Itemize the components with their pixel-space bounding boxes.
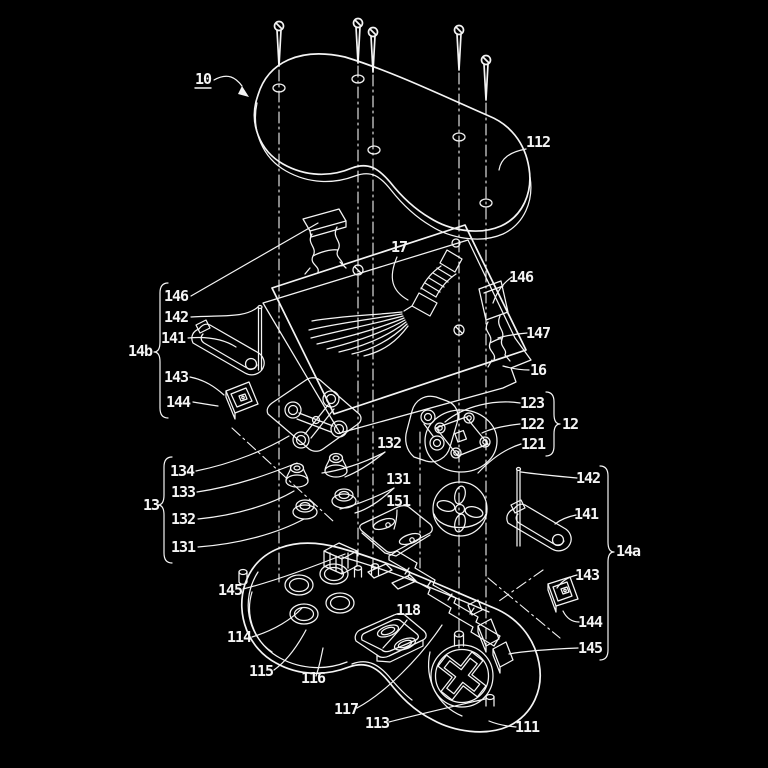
ref-label-141-25: 141 — [574, 505, 599, 523]
ref-label-131-22: 131 — [386, 470, 411, 488]
ref-label-145-29: 145 — [578, 639, 603, 657]
ref-label-123-12: 123 — [520, 394, 545, 412]
top-housing — [253, 53, 532, 240]
shoulder-button-right — [506, 499, 572, 552]
reference-labels: 10 112 17 146 142 141 14b 143 144 146 147 16 123 122 1… — [128, 70, 642, 736]
square-button-left — [225, 381, 259, 420]
ref-label-144-8: 144 — [166, 393, 191, 411]
button-membrane — [405, 395, 459, 463]
ref-label-121-14: 121 — [521, 435, 546, 453]
ref-label-143-27: 143 — [575, 566, 600, 584]
ref-label-117-34: 117 — [334, 700, 358, 718]
ref-label-146-9: 146 — [509, 268, 534, 286]
contact-holder-disc — [424, 409, 498, 473]
ref-label-13-18: 13 — [143, 496, 160, 514]
brace-group-13 — [157, 456, 173, 564]
spring-clip-left — [302, 208, 347, 275]
bottom-housing — [240, 542, 541, 733]
latch-blocks — [467, 599, 514, 674]
spring-rod-left — [257, 304, 263, 371]
square-button-right — [547, 576, 579, 613]
ref-label-116-33: 116 — [301, 669, 326, 687]
ref-label-143-7: 143 — [164, 368, 189, 386]
ref-label-118-36: 118 — [396, 601, 421, 619]
screw — [273, 20, 285, 67]
ref-label-113-35: 113 — [365, 714, 390, 732]
ref-label-133-17: 133 — [171, 483, 196, 501]
dpad-cross-opening — [430, 630, 495, 708]
stepped-rail — [388, 550, 501, 647]
center-axis-lines — [231, 65, 561, 653]
cable-connector — [308, 238, 463, 357]
ref-label-16-11: 16 — [530, 361, 547, 379]
screw — [453, 24, 465, 71]
ref-label-122-13: 122 — [520, 415, 544, 433]
ref-label-115-32: 115 — [249, 662, 274, 680]
start-select-plate — [354, 613, 427, 663]
guide-peg — [453, 630, 465, 647]
ref-label-146-3: 146 — [164, 287, 189, 305]
ref-label-131-20: 131 — [171, 538, 196, 556]
circuit-board — [271, 224, 527, 415]
brace-group-12 — [545, 391, 561, 457]
ref-label-134-16: 134 — [170, 462, 195, 480]
brace-group-14b — [153, 282, 169, 419]
guide-peg — [485, 693, 495, 707]
button-collars — [238, 563, 380, 625]
ref-label-17-2: 17 — [391, 238, 407, 256]
shoulder-button-left — [191, 319, 265, 376]
ref-label-112-1: 112 — [526, 133, 550, 151]
guide-peg — [238, 568, 248, 585]
frame-plate — [262, 239, 532, 434]
screw — [352, 17, 364, 64]
spring-rod-right — [515, 466, 522, 547]
ref-label-114-31: 114 — [227, 628, 252, 646]
ref-label-141-5: 141 — [161, 329, 186, 347]
screw — [480, 54, 492, 101]
figure-arrow — [213, 75, 243, 87]
ref-label-144-28: 144 — [578, 613, 603, 631]
ref-label-132-19: 132 — [171, 510, 195, 528]
ref-label-151-23: 151 — [386, 492, 411, 510]
group-braces — [153, 282, 615, 661]
ref-label-147-10: 147 — [526, 324, 550, 342]
ref-label-142-4: 142 — [164, 308, 188, 326]
leader-lines — [187, 75, 580, 728]
ref-label-145-30: 145 — [218, 581, 243, 599]
ref-label-10-0: 10 — [195, 70, 212, 88]
figure-arrowhead — [238, 86, 249, 97]
pivot-rotor-disc — [432, 481, 488, 537]
support-plate — [359, 505, 433, 557]
ref-label-111-37: 111 — [515, 718, 540, 736]
ref-label-142-24: 142 — [576, 469, 600, 487]
brace-group-14a — [599, 465, 615, 661]
slotted-bracket — [323, 542, 358, 575]
ref-label-132-21: 132 — [377, 434, 401, 452]
ref-label-12-15: 12 — [562, 415, 578, 433]
dpad-contact-membrane — [266, 377, 362, 452]
ref-label-14a-26: 14a — [616, 542, 641, 560]
ref-label-14b-6: 14b — [128, 342, 153, 360]
